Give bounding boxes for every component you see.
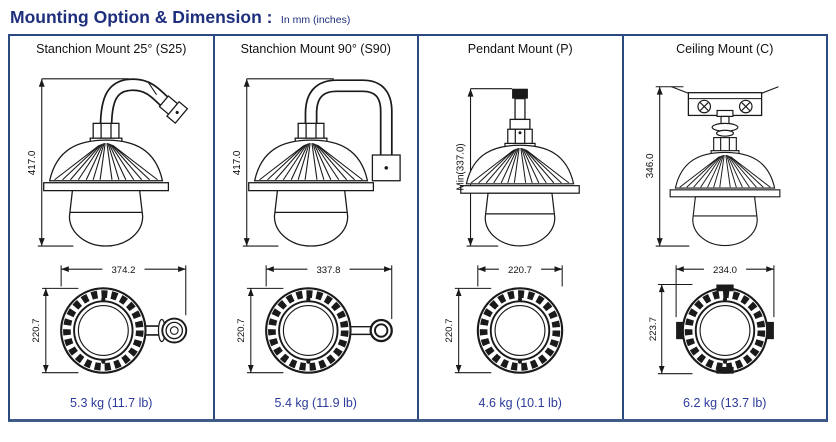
dimension-label: 374.2 xyxy=(112,265,136,276)
page-title: Mounting Option & Dimension : xyxy=(10,7,273,27)
dimension-label: 417.0 xyxy=(232,150,243,175)
pendant-side-view-drawing: Min(337.0) xyxy=(456,88,581,247)
dimension-label: 337.8 xyxy=(316,265,340,276)
unit-note: In mm (inches) xyxy=(280,14,351,26)
dimension-label: 220.7 xyxy=(444,319,455,343)
weight-value: 4.6 kg (10.1 lb) xyxy=(478,396,562,410)
s90-top-view-drawing: 337.8 220.7 xyxy=(236,262,393,389)
dimension-label: 220.7 xyxy=(508,265,532,276)
ceiling-side-view-drawing: 346.0 xyxy=(645,86,781,247)
dimension-label: 220.7 xyxy=(236,319,247,343)
dimension-label: 223.7 xyxy=(648,317,659,341)
mounting-options-table: Stanchion Mount 25° (S25) 417.0 xyxy=(8,34,828,422)
s25-side-view-drawing: 417.0 xyxy=(27,78,189,247)
column-header: Stanchion Mount 90° (S90) xyxy=(240,42,391,56)
s25-top-view-drawing: 374.2 220.7 xyxy=(31,262,188,389)
dimension-label: Min(337.0) xyxy=(456,143,467,190)
weight-value: 5.3 kg (11.7 lb) xyxy=(70,396,153,410)
column-pendant: Pendant Mount (P) Min(337.0) xyxy=(419,36,624,419)
dimension-label: 346.0 xyxy=(645,153,656,178)
weight-value: 6.2 kg (13.7 lb) xyxy=(683,396,767,410)
column-ceiling: Ceiling Mount (C) 346.0 xyxy=(624,36,827,419)
section-title-row: Mounting Option & Dimension : In mm (inc… xyxy=(0,0,836,32)
column-header: Ceiling Mount (C) xyxy=(676,42,774,56)
column-header: Pendant Mount (P) xyxy=(467,42,573,56)
s90-side-view-drawing: 417.0 xyxy=(232,78,401,247)
ceiling-top-view-drawing: 234.0 223.7 xyxy=(648,262,775,389)
column-header: Stanchion Mount 25° (S25) xyxy=(36,42,187,56)
column-stanchion-25: Stanchion Mount 25° (S25) 417.0 xyxy=(10,36,215,419)
pendant-top-view-drawing: 220.7 220.7 xyxy=(444,262,620,389)
dimension-label: 220.7 xyxy=(31,319,42,343)
weight-value: 5.4 kg (11.9 lb) xyxy=(274,396,357,410)
dimension-label: 417.0 xyxy=(27,150,38,175)
column-stanchion-90: Stanchion Mount 90° (S90) 417.0 xyxy=(215,36,419,419)
dimension-label: 234.0 xyxy=(713,265,737,276)
